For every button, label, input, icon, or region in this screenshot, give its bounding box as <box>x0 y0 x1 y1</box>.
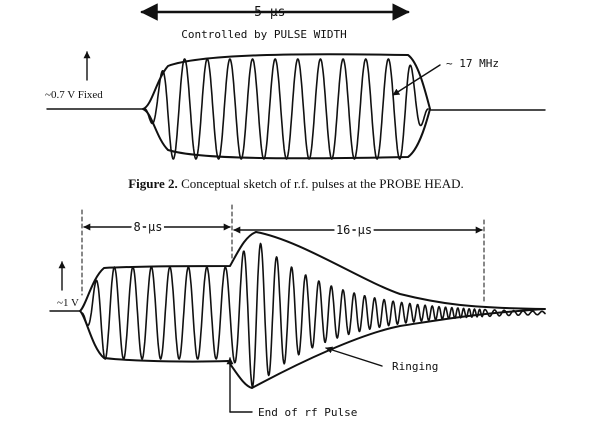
frequency-pointer <box>392 64 441 96</box>
interval1-label: 8 µs <box>134 220 163 234</box>
pulse-diagram-top: ~ 5 µs Controlled by PULSE WIDTH ~0.7 V … <box>45 3 546 160</box>
pulse-diagram-bottom: 8 µs 16 µs ~1 V Ringing End of rf Pulse <box>49 204 546 419</box>
rf-oscillation-bottom <box>81 242 546 388</box>
ringing-pointer <box>325 346 383 367</box>
figure-caption: Figure 2. Conceptual sketch of r.f. puls… <box>128 176 464 191</box>
amplitude-label-bottom: ~1 V <box>57 297 79 309</box>
frequency-label: ~ 17 MHz <box>446 57 499 70</box>
interval2-label: 16 µs <box>336 223 372 237</box>
rf-oscillation <box>144 58 429 160</box>
end-of-pulse-label: End of rf Pulse <box>258 406 357 419</box>
pulse-envelope <box>142 53 431 160</box>
ringing-label: Ringing <box>392 360 438 373</box>
control-label: Controlled by PULSE WIDTH <box>181 28 347 41</box>
duration-label: ~ 5 µs <box>239 5 286 20</box>
amplitude-label: ~0.7 V Fixed <box>45 89 103 101</box>
